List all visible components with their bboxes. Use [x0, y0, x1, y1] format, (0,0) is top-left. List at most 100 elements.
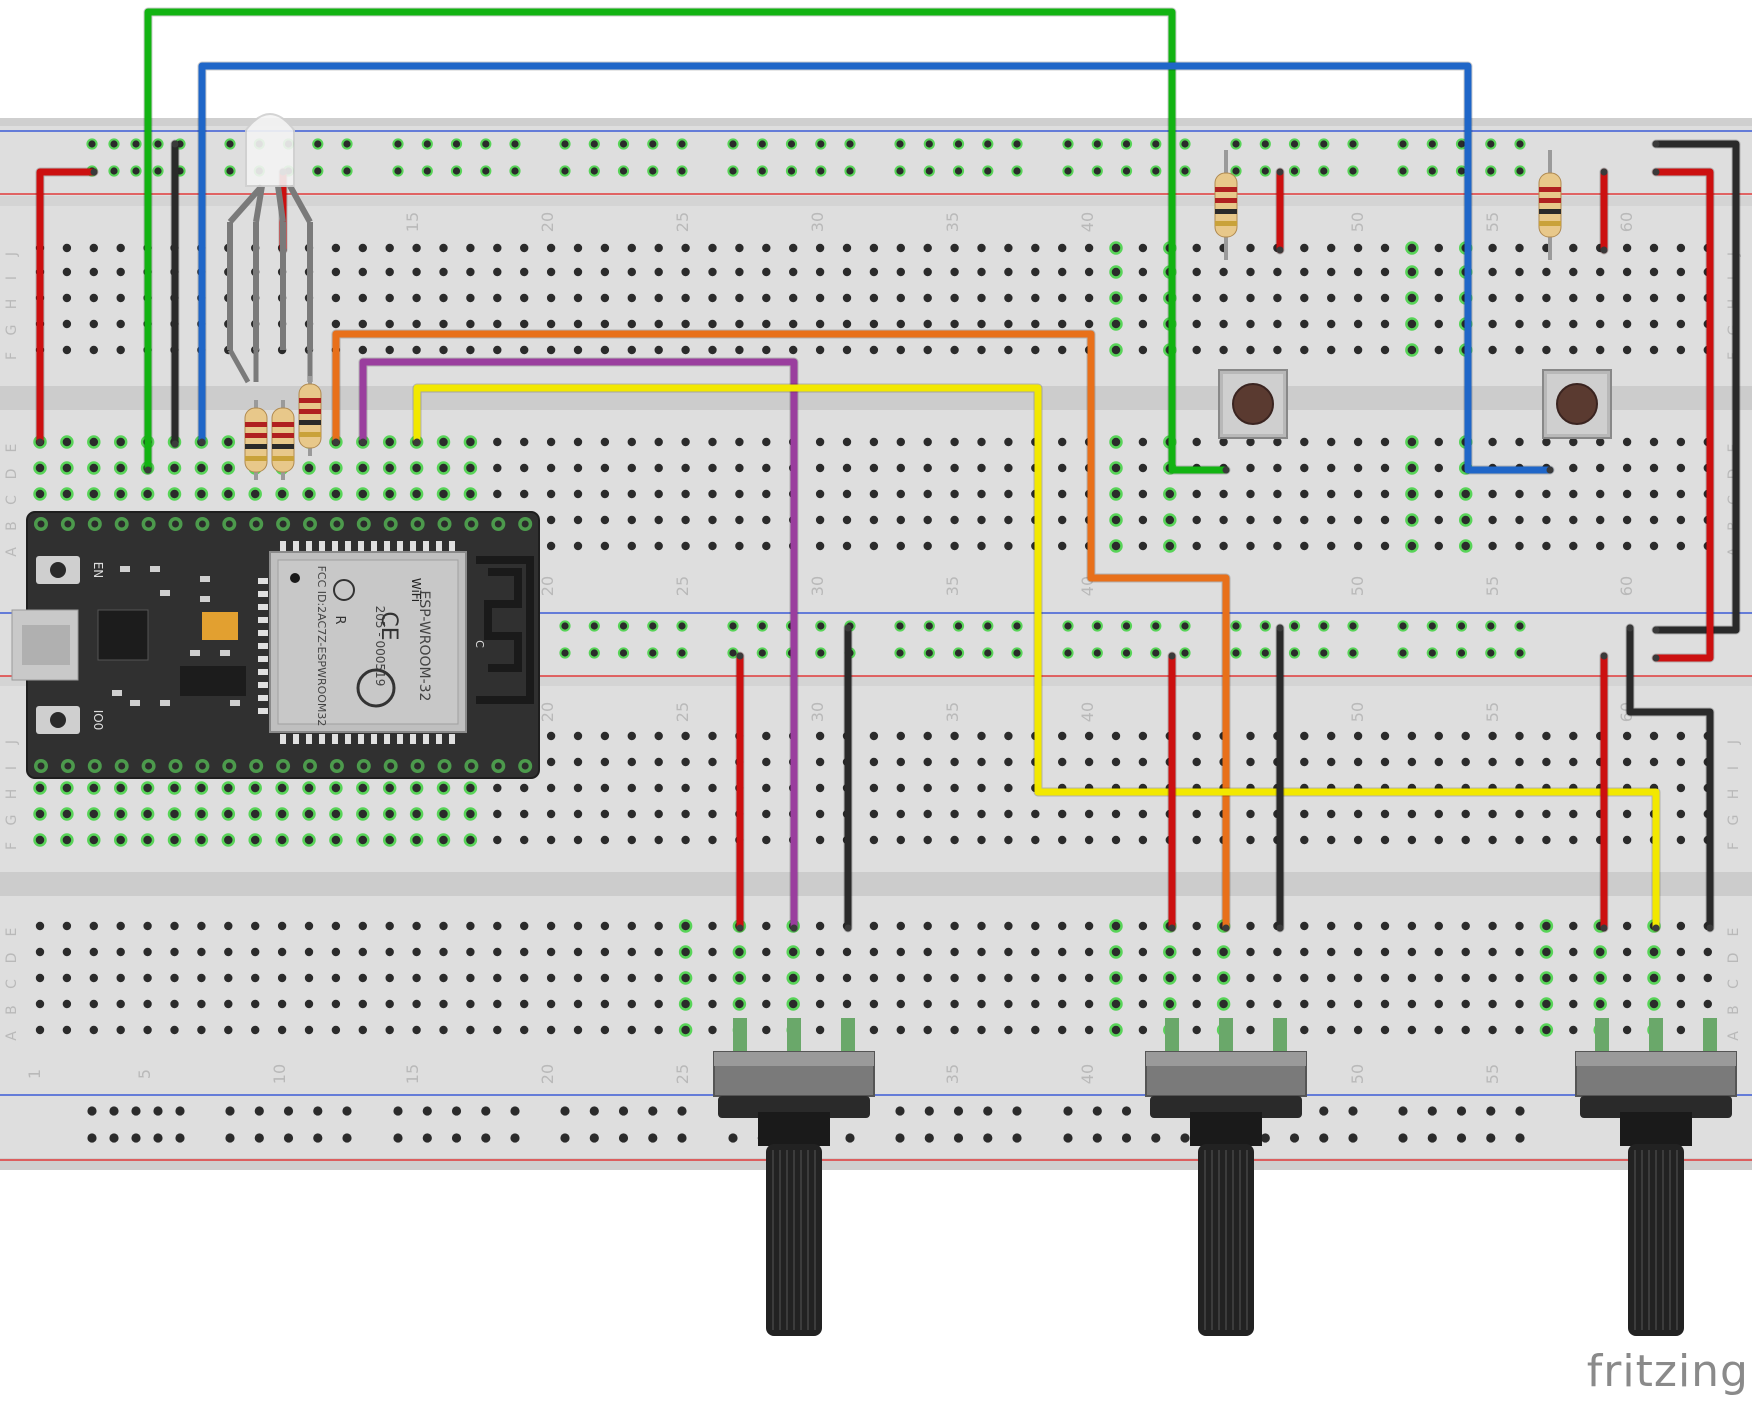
rail-hole	[87, 1106, 97, 1116]
wire-green-button1-end	[144, 466, 152, 474]
connected-hole	[1405, 291, 1419, 305]
hole	[1703, 999, 1713, 1009]
hole	[600, 267, 610, 277]
rail-hole	[1288, 620, 1301, 632]
rail-hole	[1062, 165, 1074, 177]
hole	[1273, 515, 1282, 525]
hole	[1058, 463, 1067, 473]
hole	[412, 319, 421, 329]
hole	[143, 921, 152, 931]
connected-hole	[113, 487, 128, 501]
hole	[869, 921, 879, 931]
hole	[1676, 835, 1686, 845]
hole	[573, 809, 583, 819]
hole	[1515, 267, 1524, 277]
hole	[89, 973, 99, 983]
rail-hole	[1455, 620, 1468, 632]
hole	[1246, 731, 1255, 741]
row-letter: C	[4, 979, 20, 989]
rail-hole	[1091, 165, 1103, 177]
hole	[681, 345, 690, 355]
hole	[1622, 947, 1632, 957]
wire-black-gnd-left-end	[171, 140, 179, 148]
connected-hole	[1109, 1023, 1123, 1037]
hole	[1192, 489, 1201, 499]
rail-hole	[1230, 138, 1242, 150]
hole	[654, 319, 663, 329]
rail-hole	[1398, 1106, 1408, 1116]
hole	[573, 1025, 583, 1035]
column-label-bottom: 35	[943, 1064, 962, 1084]
hole	[1058, 731, 1067, 741]
hole	[1596, 267, 1605, 277]
hole	[331, 947, 341, 957]
connected-hole	[329, 807, 343, 821]
hole	[1273, 999, 1282, 1009]
hole	[869, 267, 879, 277]
wire-black-pot2-end	[1276, 624, 1284, 632]
hole	[600, 243, 610, 253]
esp32-pin-hole	[172, 762, 179, 770]
hole	[493, 293, 502, 303]
rail-hole	[647, 620, 659, 632]
connected-hole	[221, 461, 236, 475]
rail-hole	[982, 620, 994, 632]
module-pad	[436, 734, 442, 744]
smd-component	[150, 566, 160, 572]
hole	[277, 999, 287, 1009]
connected-hole	[221, 781, 236, 795]
hole	[331, 999, 341, 1009]
hole	[600, 293, 610, 303]
hole	[869, 515, 879, 525]
hole	[869, 731, 879, 741]
smd-component	[230, 700, 240, 706]
rail-hole	[1063, 1106, 1073, 1116]
hole	[627, 345, 636, 355]
hole	[815, 835, 825, 845]
hole	[1461, 947, 1470, 957]
connected-hole	[140, 487, 155, 501]
hole	[251, 999, 260, 1009]
hole	[466, 947, 475, 957]
hole	[627, 319, 636, 329]
fcc-id-text: FCC ID:2AC7Z-ESPWROOM32	[315, 566, 328, 727]
hole	[1327, 835, 1336, 845]
hole	[1138, 757, 1148, 767]
row-letter: D	[1726, 953, 1742, 964]
connected-hole	[382, 435, 397, 449]
rail-hole	[1092, 1133, 1102, 1143]
rail-hole	[982, 138, 994, 150]
hole	[923, 541, 932, 551]
module-pad	[306, 734, 312, 744]
hole	[1461, 835, 1470, 845]
hole	[708, 731, 717, 741]
hole	[681, 731, 690, 741]
hole	[815, 515, 825, 525]
antenna-label: C	[473, 640, 486, 648]
rail-hole	[844, 138, 856, 150]
potentiometer-1-pin	[787, 1018, 801, 1054]
hole	[1058, 267, 1067, 277]
connected-hole	[1539, 919, 1554, 933]
hole	[1300, 541, 1309, 551]
hole	[1058, 243, 1067, 253]
hole	[62, 1025, 72, 1035]
rail-hole	[313, 1133, 323, 1143]
rail-hole	[312, 165, 324, 177]
resistor-led-blue-band	[299, 432, 321, 437]
hole	[869, 489, 879, 499]
hole	[1353, 515, 1363, 525]
hole	[1246, 243, 1255, 253]
rail-hole	[1426, 138, 1438, 150]
rail-hole	[1426, 620, 1438, 632]
hole	[1407, 1025, 1417, 1035]
hole	[573, 973, 583, 983]
hole	[977, 973, 986, 983]
connected-hole	[60, 833, 74, 847]
hole	[89, 1025, 99, 1035]
hole	[977, 783, 986, 793]
hole	[1138, 319, 1148, 329]
rail-hole	[283, 1133, 294, 1143]
rail-hole	[1179, 165, 1191, 177]
hole	[842, 489, 852, 499]
